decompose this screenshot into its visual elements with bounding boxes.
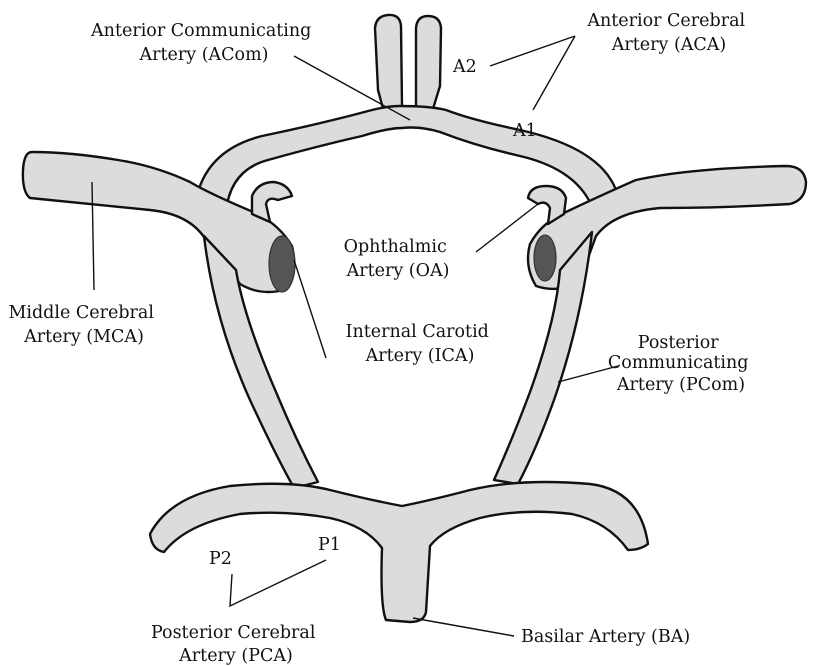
right-ica-lumen bbox=[534, 235, 556, 281]
ica-label: Internal Carotid Artery (ICA) bbox=[346, 322, 495, 366]
left-ophthalmic-vessel bbox=[252, 182, 292, 222]
left-ica-lumen bbox=[269, 236, 295, 292]
ica-label-line-1: Internal Carotid bbox=[346, 322, 489, 342]
pcom-label: Posterior Communicating Artery (PCom) bbox=[608, 333, 754, 395]
pca-label: Posterior Cerebral Artery (PCA) bbox=[151, 623, 321, 666]
mca-label: Middle Cerebral Artery (MCA) bbox=[8, 303, 159, 347]
a1-label: A1 bbox=[512, 121, 537, 141]
mca-label-line-1: Middle Cerebral bbox=[8, 303, 154, 323]
left-mca-vessel bbox=[23, 152, 294, 292]
pca-label-line-1: Posterior Cerebral bbox=[151, 623, 316, 643]
pcom-label-line-1: Posterior bbox=[638, 333, 719, 353]
pcom-label-line-2: Communicating bbox=[608, 353, 749, 373]
mca-label-line-2: Artery (MCA) bbox=[23, 327, 144, 347]
ba-label: Basilar Artery (BA) bbox=[521, 627, 690, 647]
a2-leader-line bbox=[490, 36, 575, 66]
p-leader-line bbox=[230, 560, 326, 606]
acom-label-line-2: Artery (ACom) bbox=[138, 45, 268, 65]
aca-label: Anterior Cerebral Artery (ACA) bbox=[586, 11, 750, 55]
a1-leader-line bbox=[533, 36, 575, 110]
ba-leader-line bbox=[413, 618, 514, 636]
acom-label-line-1: Anterior Communicating bbox=[90, 21, 311, 41]
p1-label: P1 bbox=[318, 535, 341, 555]
ica-label-line-2: Artery (ICA) bbox=[365, 346, 475, 366]
aca-label-line-1: Anterior Cerebral bbox=[586, 11, 745, 31]
pcom-label-line-3: Artery (PCom) bbox=[616, 375, 745, 395]
oa-label: Ophthalmic Artery (OA) bbox=[344, 237, 453, 281]
acom-label: Anterior Communicating Artery (ACom) bbox=[90, 21, 317, 65]
a2-label: A2 bbox=[452, 57, 477, 77]
ica-leader-line bbox=[294, 260, 326, 358]
pca-label-line-2: Artery (PCA) bbox=[178, 646, 293, 666]
oa-label-line-1: Ophthalmic bbox=[344, 237, 447, 257]
aca-label-line-2: Artery (ACA) bbox=[611, 35, 727, 55]
oa-label-line-2: Artery (OA) bbox=[346, 261, 450, 281]
p2-label: P2 bbox=[209, 549, 232, 569]
